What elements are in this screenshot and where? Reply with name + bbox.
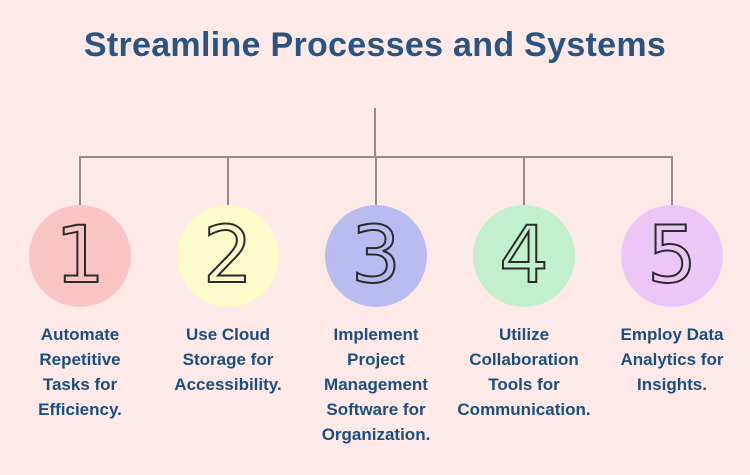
- step-circle-4: 4: [473, 205, 575, 307]
- step-number-3: 3: [350, 210, 402, 302]
- connector-stub-4: [523, 157, 525, 207]
- step-circle-5: 5: [621, 205, 723, 307]
- step-label-4: Utilize Collaboration Tools for Communic…: [457, 325, 591, 419]
- step-number-4: 4: [498, 210, 550, 302]
- page-title: Streamline Processes and Systems: [83, 26, 667, 64]
- step-label-3: Implement Project Management Software fo…: [321, 325, 431, 444]
- step-circle-1: 1: [29, 205, 131, 307]
- connector-stub-5: [671, 157, 673, 207]
- step-circle-3: 3: [325, 205, 427, 307]
- step-number-1: 1: [54, 210, 106, 302]
- step-label-2: Use Cloud Storage for Accessibility.: [174, 325, 282, 394]
- connector-stub-1: [79, 157, 81, 207]
- connector-trunk-line: [374, 108, 376, 157]
- step-circle-2: 2: [177, 205, 279, 307]
- step-label-1: Automate Repetitive Tasks for Efficiency…: [38, 325, 122, 419]
- step-number-2: 2: [202, 210, 254, 302]
- connector-stub-2: [227, 157, 229, 207]
- step-number-5: 5: [646, 210, 698, 302]
- step-label-5: Employ Data Analytics for Insights.: [620, 325, 724, 394]
- connector-stub-3: [375, 157, 377, 207]
